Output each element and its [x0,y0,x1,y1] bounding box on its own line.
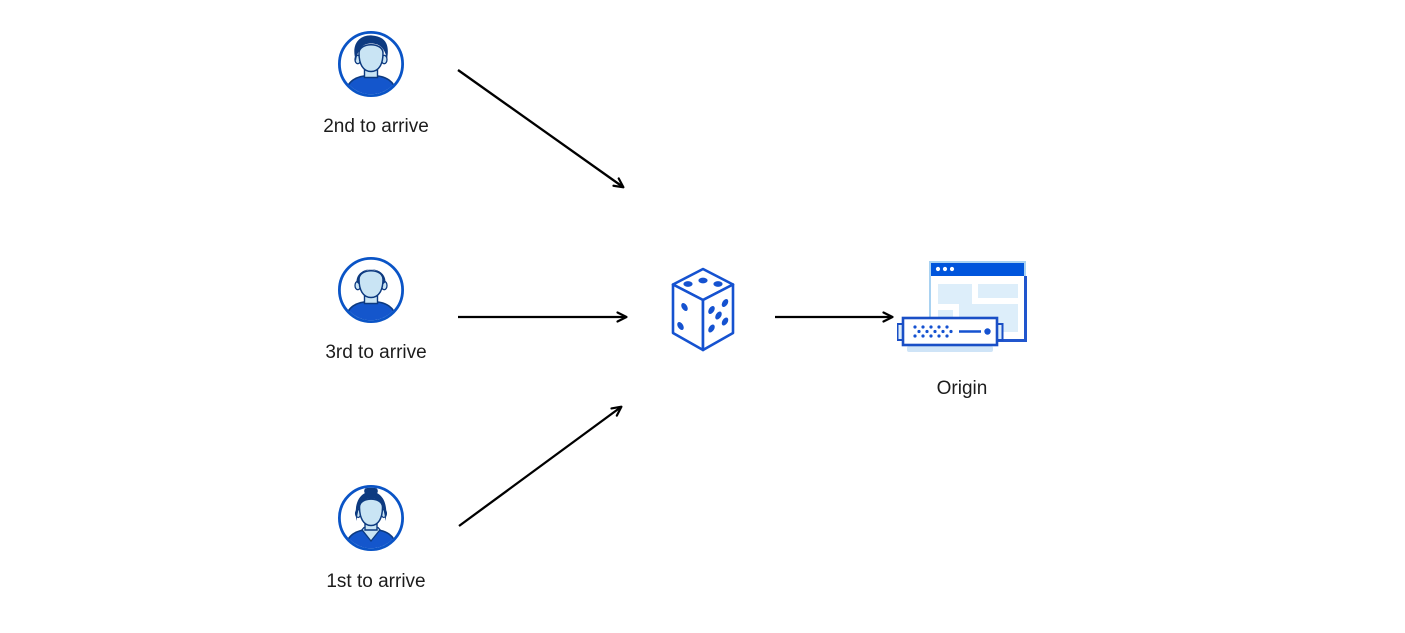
balancer-node [669,266,737,359]
client-label-1st: 1st to arrive [326,571,426,592]
dice-icon [671,267,735,352]
server-icon [896,316,1004,352]
person-avatar-icon [337,30,405,98]
person-avatar-icon [337,256,405,324]
origin-label: Origin [936,378,988,399]
client-node-1st [337,484,405,557]
client-node-3rd [337,256,405,329]
dice-pips [677,277,729,333]
person-avatar-icon [337,484,405,552]
client-label-2nd: 2nd to arrive [323,116,429,137]
arrow-client1-to-dice [458,405,623,527]
origin-node [896,260,1027,365]
arrow-client2-to-dice [457,69,625,189]
server-vents [913,325,953,338]
server-led [984,328,991,335]
client-label-3rd: 3rd to arrive [325,342,427,363]
origin-icon [896,261,1027,352]
client-node-2nd [337,30,405,103]
